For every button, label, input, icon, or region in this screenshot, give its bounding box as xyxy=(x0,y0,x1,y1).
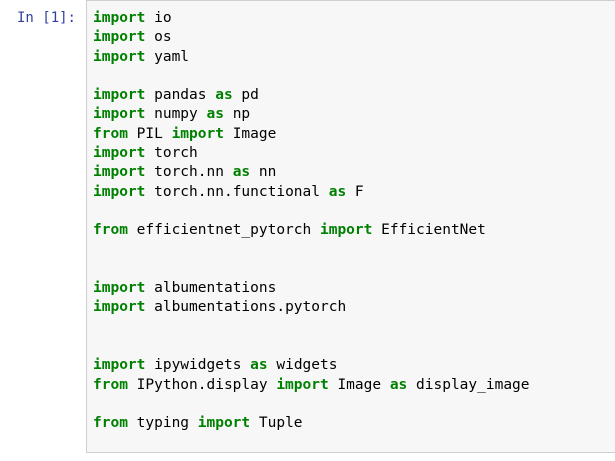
keyword-token: import xyxy=(93,87,146,104)
code-line xyxy=(93,241,611,260)
code-line: import os xyxy=(93,28,611,47)
keyword-token: as xyxy=(328,183,347,200)
code-token: display_image xyxy=(407,376,530,393)
keyword-token: from xyxy=(93,415,128,432)
code-line: from PIL import Image xyxy=(93,125,611,144)
code-token: torch xyxy=(145,145,198,162)
keyword-token: as xyxy=(206,106,224,123)
code-line xyxy=(93,318,611,337)
keyword-token: as xyxy=(215,87,233,104)
code-token: Tuple xyxy=(250,415,303,432)
keyword-token: import xyxy=(93,280,146,297)
code-token: F xyxy=(346,183,364,200)
keyword-token: as xyxy=(250,357,268,374)
keyword-token: import xyxy=(171,125,224,142)
code-token: widgets xyxy=(267,357,338,374)
code-line: import albumentations.pytorch xyxy=(93,298,611,317)
keyword-token: as xyxy=(232,164,251,181)
code-line: from efficientnet_pytorch import Efficie… xyxy=(93,221,611,240)
keyword-token: import xyxy=(93,29,146,46)
code-token: Image xyxy=(223,125,277,142)
code-line: import pandas as pd xyxy=(93,86,611,105)
code-token: os xyxy=(145,29,172,46)
keyword-token: from xyxy=(93,222,128,239)
keyword-token: import xyxy=(93,48,146,65)
code-token: ipywidgets xyxy=(145,357,251,374)
prompt-column: In [1]: xyxy=(0,0,86,453)
code-line: import ipywidgets as widgets xyxy=(93,356,611,375)
code-line: import io xyxy=(93,9,611,28)
code-token: albumentations xyxy=(145,280,277,297)
keyword-token: import xyxy=(319,222,373,239)
cell-prompt: In [1]: xyxy=(16,10,76,26)
keyword-token: import xyxy=(93,357,146,374)
code-line: import torch.nn as nn xyxy=(93,163,611,182)
code-line xyxy=(93,202,611,221)
code-token: io xyxy=(145,10,172,26)
keyword-token: import xyxy=(93,164,146,181)
code-token: pandas xyxy=(145,87,216,104)
code-token: IPython.display xyxy=(127,376,277,393)
code-line xyxy=(93,337,611,356)
code-line: from typing import Tuple xyxy=(93,414,611,433)
code-token: yaml xyxy=(145,48,190,65)
code-line: import torch xyxy=(93,144,611,163)
code-token: albumentations.pytorch xyxy=(145,299,347,316)
keyword-token: from xyxy=(93,376,128,393)
keyword-token: import xyxy=(93,106,146,123)
code-line: import yaml xyxy=(93,48,611,67)
code-token: torch.nn.functional xyxy=(145,183,329,200)
code-token: torch.nn xyxy=(145,164,233,181)
keyword-token: import xyxy=(93,145,146,162)
code-line: import torch.nn.functional as F xyxy=(93,183,611,202)
code-line xyxy=(93,260,611,279)
keyword-token: import xyxy=(93,183,146,200)
code-token: nn xyxy=(250,164,277,181)
code-token: EfficientNet xyxy=(372,222,486,239)
code-token: Image xyxy=(328,376,390,393)
keyword-token: as xyxy=(389,376,408,393)
keyword-token: import xyxy=(197,415,251,432)
keyword-token: from xyxy=(93,125,128,142)
code-token: pd xyxy=(232,87,259,104)
code-token: np xyxy=(223,106,251,123)
keyword-token: import xyxy=(276,376,329,393)
code-token: numpy xyxy=(145,106,207,123)
code-line: import numpy as np xyxy=(93,105,611,124)
keyword-token: import xyxy=(93,299,146,316)
code-line xyxy=(93,67,611,86)
code-line: import albumentations xyxy=(93,279,611,298)
code-token: PIL xyxy=(127,125,172,142)
code-line xyxy=(93,395,611,414)
code-token: typing xyxy=(127,415,198,432)
code-line: from IPython.display import Image as dis… xyxy=(93,376,611,395)
keyword-token: import xyxy=(93,10,146,26)
code-token: efficientnet_pytorch xyxy=(127,222,320,239)
